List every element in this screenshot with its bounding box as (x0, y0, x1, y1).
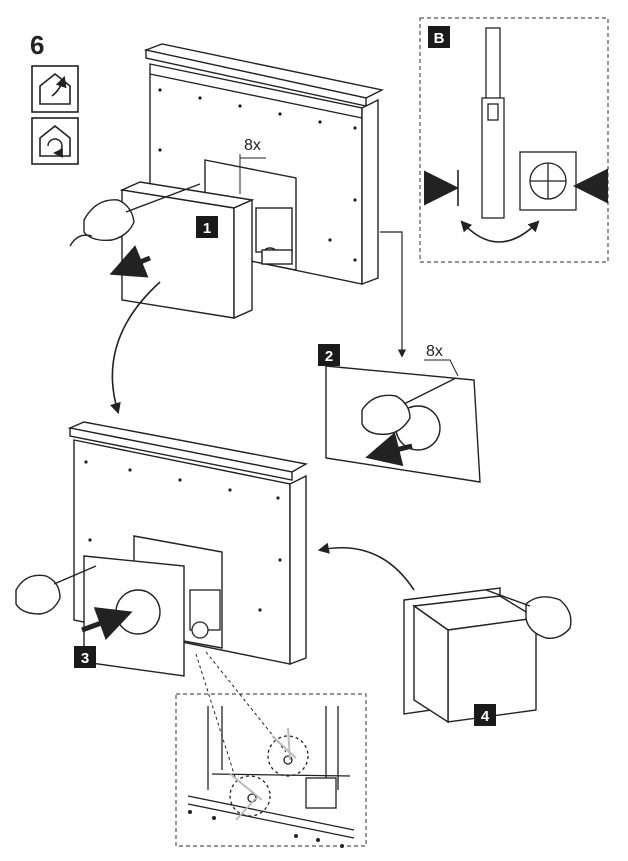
svg-text:3: 3 (81, 650, 89, 667)
motor-detail-bottom (189, 589, 221, 639)
push-arrow-step3 (81, 607, 133, 641)
step-label-1: 1 (196, 216, 218, 238)
flange-plate-icon (519, 151, 577, 211)
hand-screwdriver-icon-step3 (15, 565, 97, 615)
duct-box-removed (119, 181, 255, 320)
zoom-detail-content (187, 706, 355, 839)
step-label-3: 3 (74, 646, 96, 668)
svg-text:1: 1 (203, 220, 211, 237)
swap-arrow-icon (460, 220, 540, 243)
screw-count-step2: 8x (426, 343, 443, 360)
hand-screwdriver-icon-step1 (69, 183, 201, 247)
duct-box-step4 (403, 587, 539, 724)
pull-arrow-step2 (365, 432, 413, 467)
screw-holes-zoom (188, 810, 344, 848)
step-label-2: 2 (318, 344, 340, 366)
detail-b-panel: B (419, 17, 609, 263)
zoom-detail-panel (175, 651, 367, 847)
flow-arrow-4-to-3 (317, 542, 415, 591)
house-arrow-out-icon (31, 65, 79, 113)
gray-screw-marks (229, 727, 297, 821)
detail-b-label: B (434, 30, 445, 47)
plate-step3 (83, 555, 185, 677)
step-label-4: 4 (474, 704, 496, 726)
flow-arrow-1-to-3 (110, 281, 161, 415)
hand-screwdriver-icon-step4 (485, 589, 572, 639)
screw-count-top: 8x (244, 137, 261, 154)
connector-line (380, 231, 407, 358)
house-recirculation-icon (31, 117, 79, 165)
duct-pipe-icon (481, 27, 505, 219)
svg-text:4: 4 (481, 708, 490, 725)
pull-arrow-step1 (109, 245, 151, 278)
step-number: 6 (30, 30, 44, 60)
hand-screwdriver-icon-step2 (361, 377, 457, 435)
screw-holes-bottom (84, 460, 282, 612)
svg-text:2: 2 (325, 348, 333, 365)
